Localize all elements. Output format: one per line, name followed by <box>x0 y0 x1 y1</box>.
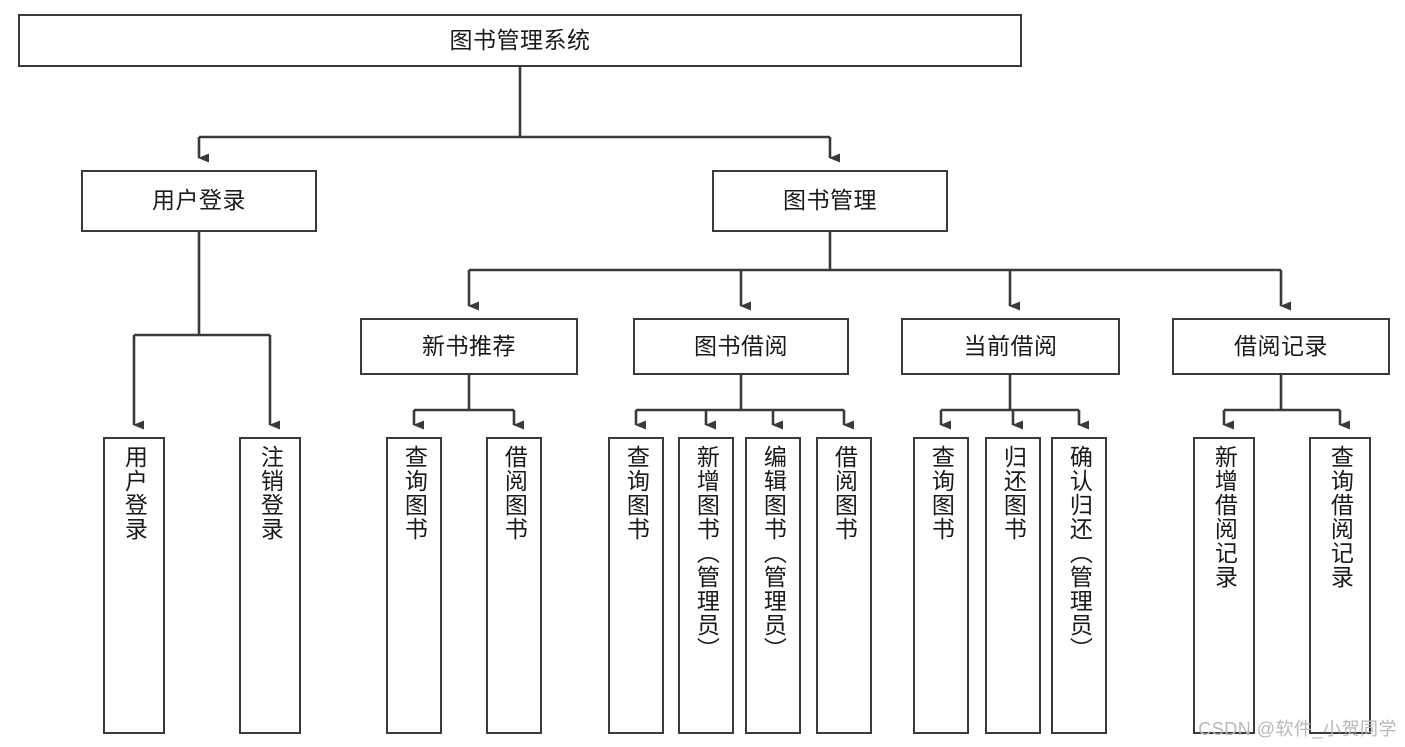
node-label: 图书借阅 <box>694 332 788 359</box>
node-label: 图书管理 <box>783 187 877 214</box>
node-label: 新增借阅记录 <box>1211 445 1238 589</box>
node-label: 新增图书（管理员） <box>693 445 720 661</box>
node-newbooks[interactable]: 新书推荐 <box>360 318 578 375</box>
node-label: 查询图书 <box>401 445 428 541</box>
node-leaf-bk-borrow[interactable]: 借阅图书 <box>816 437 872 734</box>
node-leaf-cur-confirm[interactable]: 确认归还（管理员） <box>1051 437 1107 734</box>
node-label: 用户登录 <box>152 187 246 214</box>
node-leaf-nb-query[interactable]: 查询图书 <box>386 437 442 734</box>
node-leaf-cur-query[interactable]: 查询图书 <box>913 437 969 734</box>
node-label: 借阅图书 <box>501 445 528 541</box>
node-records[interactable]: 借阅记录 <box>1172 318 1390 375</box>
node-leaf-rec-add[interactable]: 新增借阅记录 <box>1193 437 1255 734</box>
node-label: 借阅图书 <box>831 445 858 541</box>
node-label: 查询图书 <box>928 445 955 541</box>
node-label: 用户登录 <box>121 445 148 541</box>
node-label: 查询借阅记录 <box>1327 445 1354 589</box>
watermark-text: CSDN @软件_小贺同学 <box>1198 719 1397 739</box>
node-login[interactable]: 用户登录 <box>81 170 317 232</box>
node-label: 归还图书 <box>1000 445 1027 541</box>
node-leaf-bk-add[interactable]: 新增图书（管理员） <box>678 437 734 734</box>
node-label: 编辑图书（管理员） <box>760 445 787 661</box>
node-leaf-bk-edit[interactable]: 编辑图书（管理员） <box>745 437 801 734</box>
node-label: 新书推荐 <box>422 332 516 359</box>
node-borrow[interactable]: 图书借阅 <box>633 318 849 375</box>
node-leaf-rec-query[interactable]: 查询借阅记录 <box>1309 437 1371 734</box>
node-current[interactable]: 当前借阅 <box>901 318 1120 375</box>
node-leaf-cur-return[interactable]: 归还图书 <box>985 437 1041 734</box>
node-label: 图书管理系统 <box>449 26 591 53</box>
node-root[interactable]: 图书管理系统 <box>18 14 1022 67</box>
node-bookmgmt[interactable]: 图书管理 <box>712 170 948 232</box>
node-label: 查询图书 <box>623 445 650 541</box>
node-label: 确认归还（管理员） <box>1066 445 1093 661</box>
node-leaf-bk-query[interactable]: 查询图书 <box>608 437 664 734</box>
node-leaf-user-logout[interactable]: 注销登录 <box>239 437 301 734</box>
node-leaf-nb-borrow[interactable]: 借阅图书 <box>486 437 542 734</box>
node-label: 借阅记录 <box>1234 332 1328 359</box>
node-label: 当前借阅 <box>963 332 1058 359</box>
node-label: 注销登录 <box>257 445 284 541</box>
node-leaf-user-login[interactable]: 用户登录 <box>103 437 165 734</box>
